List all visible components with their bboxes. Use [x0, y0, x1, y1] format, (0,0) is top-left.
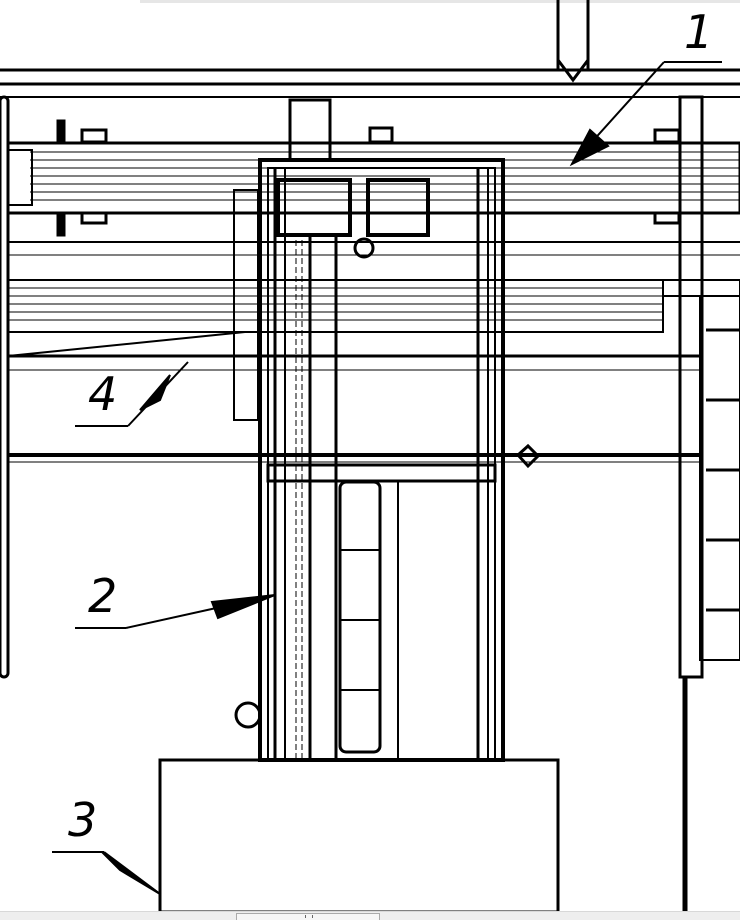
scrollbar-thumb[interactable]	[236, 913, 380, 920]
label-4: 4	[88, 367, 117, 421]
side-posts	[0, 95, 740, 911]
guide-rail-lower	[7, 241, 740, 463]
horizontal-scrollbar[interactable]	[0, 911, 740, 920]
grip-icon	[305, 915, 313, 918]
leader-lines	[7, 61, 722, 895]
base-block	[158, 758, 560, 911]
top-border	[140, 0, 740, 3]
label-3: 3	[68, 793, 97, 847]
lifting-frame	[233, 98, 541, 762]
top-beam	[0, 0, 740, 98]
label-1: 1	[684, 5, 713, 59]
label-2: 2	[88, 569, 117, 623]
